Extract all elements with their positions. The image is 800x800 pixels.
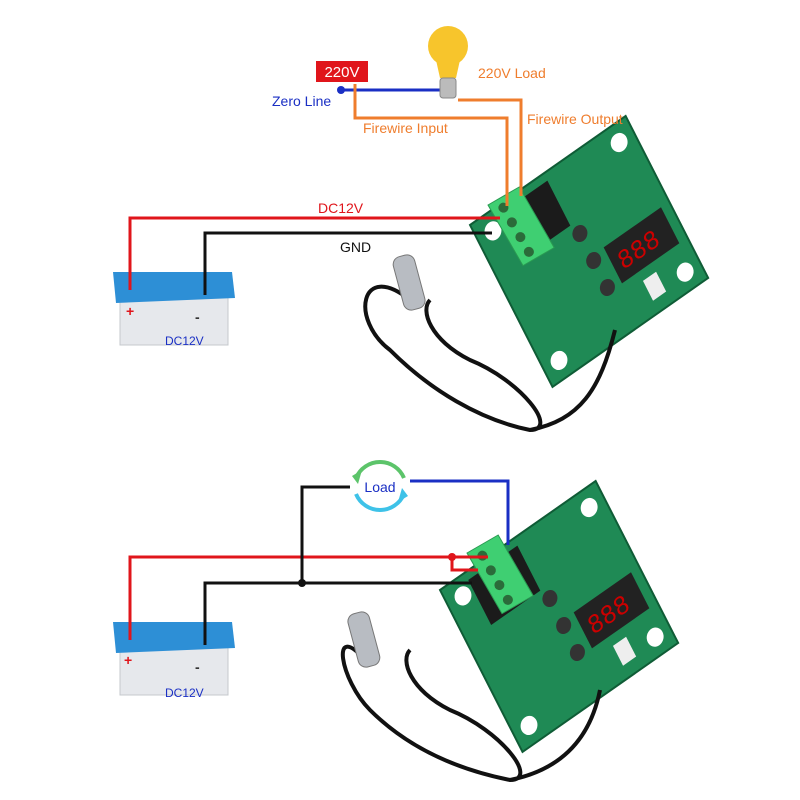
battery-label: DC12V [165,334,204,348]
positive-wire [128,555,488,640]
temperature-probe [363,254,617,433]
gnd-label: GND [340,239,371,255]
load-label: Load [364,479,395,495]
load-label: 220V Load [478,65,546,81]
load-cycle-icon [352,460,408,512]
load-output-wire [410,479,510,545]
zero-line-node [337,86,345,94]
battery-minus: - [195,659,200,675]
supply-badge [316,61,368,82]
zero-line-label: Zero Line [272,93,331,109]
temperature-probe [340,611,602,783]
firewire-output-wire [458,98,523,196]
ground-node [298,579,306,587]
dc12v-label: DC12V [318,200,364,216]
battery-plus: + [126,303,134,319]
firewire-output-label: Firewire Output [527,111,623,127]
battery-minus: - [195,309,200,325]
bottom-diagram: + - DC12V Load [113,460,680,783]
positive-node [448,553,456,561]
firewire-input-wire [353,84,509,206]
supply-label: 220V [324,64,359,81]
dc12v-wire [128,216,500,290]
positive-jumper-wire [450,557,478,572]
firewire-input-label: Firewire Input [363,120,448,136]
light-bulb-icon [428,26,468,99]
ground-wire [203,581,472,645]
battery: + - DC12V [113,272,235,348]
thermostat-board [438,479,680,754]
battery-label: DC12V [165,686,204,700]
gnd-wire [203,231,492,295]
battery-plus: + [124,652,132,668]
top-diagram: + - DC12V 220V Zero Line 220V Load Firew… [113,26,710,433]
load-return-wire [300,485,350,583]
